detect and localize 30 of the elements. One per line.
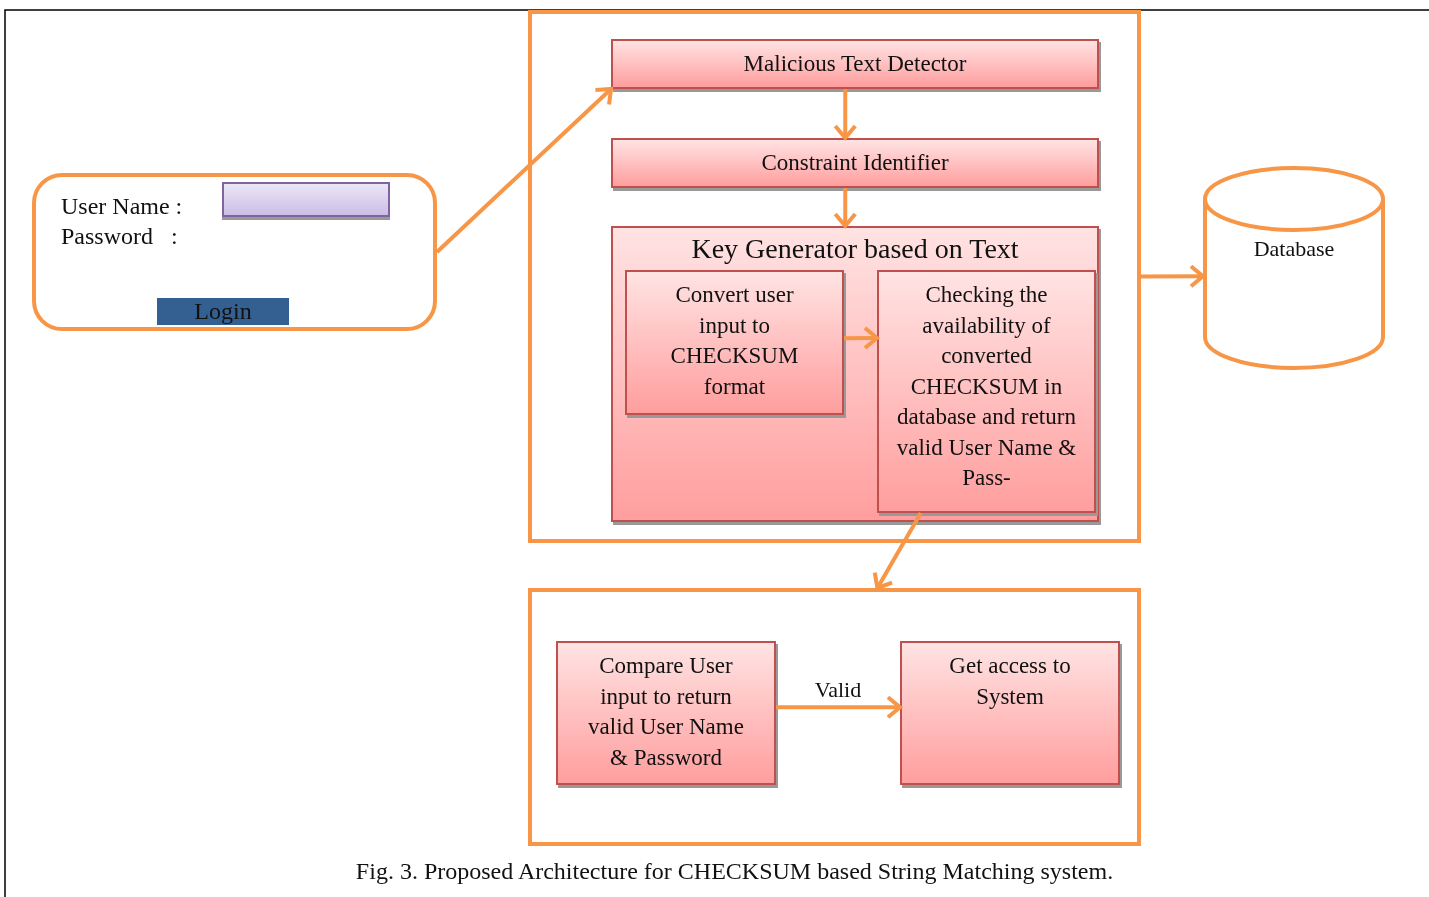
group-box	[611, 226, 1099, 522]
database-cylinder	[1203, 166, 1385, 370]
figure-caption: Fig. 3. Proposed Architecture for CHECKSUM based String Matching system.	[354, 858, 1115, 885]
box-text: Compare User input to return valid User Name & Password	[587, 652, 745, 772]
arrow	[872, 512, 923, 590]
process-box	[611, 138, 1099, 188]
field-label: User Name :	[61, 193, 183, 220]
box-text: Key Generator based on Text	[691, 234, 1019, 265]
arrow	[1141, 264, 1205, 289]
process-box	[556, 641, 776, 785]
container-box	[528, 588, 1141, 846]
arrow	[435, 87, 613, 254]
process-box	[625, 270, 844, 415]
login-button: Login	[157, 298, 289, 325]
process-box	[611, 39, 1099, 89]
box-text: Convert user input to CHECKSUM format	[669, 281, 800, 401]
process-box	[877, 270, 1096, 513]
arrow	[844, 326, 879, 351]
arrow	[833, 188, 858, 228]
login-panel	[32, 173, 437, 331]
field-label: Password :	[61, 223, 178, 250]
container-box	[528, 10, 1141, 543]
arrow	[833, 89, 858, 140]
box-text: Checking the availability of converted CHECKSUM in database and return valid User Name & Pass-	[895, 281, 1078, 492]
process-box	[900, 641, 1120, 785]
node-text: Database	[1252, 236, 1336, 262]
box-text: Malicious Text Detector	[743, 49, 967, 78]
arrow	[776, 695, 902, 720]
box-text: Constraint Identifier	[761, 148, 949, 177]
box-text: Get access to System	[948, 652, 1072, 711]
